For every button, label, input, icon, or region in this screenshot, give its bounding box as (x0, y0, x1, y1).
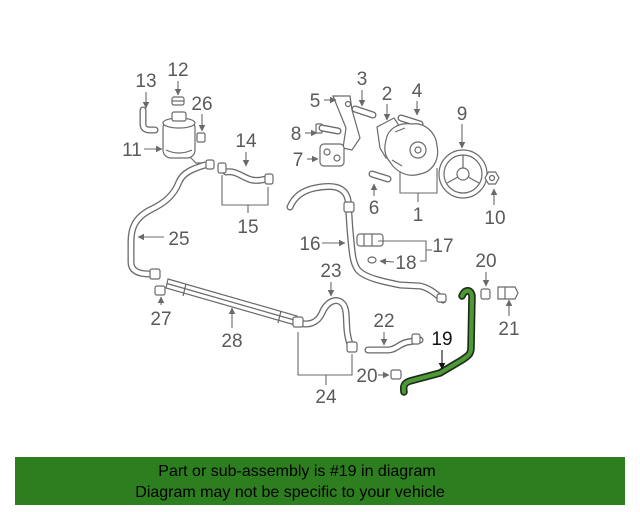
part-1-pump (384, 123, 439, 176)
callout-2: 2 (382, 84, 393, 105)
part-21-fitting (497, 286, 519, 300)
callout-5: 5 (310, 91, 321, 112)
part-19-hose-highlighted (399, 287, 476, 396)
part-23-hose (294, 297, 354, 348)
callout-6: 6 (369, 198, 380, 219)
part-20-clamp-lower (390, 369, 402, 380)
part-8-bolt (315, 123, 342, 135)
part-27-clamp (154, 285, 166, 296)
callout-22: 22 (373, 311, 394, 332)
leader-lines (137, 81, 513, 385)
part-18-o-ring (367, 256, 377, 264)
part-13-hose (139, 106, 159, 134)
part-9-pulley (438, 149, 488, 199)
callout-21: 21 (498, 319, 519, 340)
callout-28: 28 (221, 331, 242, 352)
part-14-hose (217, 162, 274, 185)
callout-16: 16 (299, 234, 320, 255)
callout-25: 25 (168, 229, 189, 250)
part-6-bolt (368, 170, 392, 183)
callout-10: 10 (484, 208, 505, 229)
part-4-bolt (397, 114, 424, 128)
part-11-reservoir (162, 111, 203, 164)
callout-26: 26 (191, 94, 212, 115)
callout-14: 14 (235, 131, 257, 152)
callout-24: 24 (315, 387, 337, 408)
part-5-bracket (332, 95, 361, 151)
part-24-clamps (292, 316, 358, 353)
part-25-hose (127, 159, 215, 280)
callout-15: 15 (237, 217, 258, 238)
callout-11: 11 (122, 140, 142, 161)
callout-27: 27 (150, 309, 171, 330)
part-10-nut (484, 171, 500, 185)
callout-20-upper: 20 (475, 251, 496, 272)
callout-1: 1 (413, 205, 424, 226)
callout-3: 3 (357, 69, 368, 90)
part-17-fitting (356, 233, 384, 247)
banner-line-1: Part or sub-assembly is #19 in diagram (158, 463, 435, 480)
callout-23: 23 (320, 261, 341, 282)
callout-13: 13 (135, 71, 156, 92)
part-3-bolt (351, 105, 377, 119)
callout-18: 18 (395, 253, 416, 274)
callout-4: 4 (412, 81, 423, 102)
callouts: 13 12 26 11 14 15 25 27 28 3 2 4 5 8 7 6… (122, 60, 519, 408)
banner-background (15, 457, 625, 505)
part-12-cap (171, 96, 185, 106)
callout-20-lower: 20 (356, 366, 377, 387)
callout-19-selected: 19 (431, 329, 452, 350)
part-20-clamp-upper (480, 288, 491, 300)
banner-line-2: Diagram may not be specific to your vehi… (135, 484, 445, 501)
callout-12: 12 (167, 60, 188, 81)
part-26-clamp (196, 132, 206, 143)
callout-17: 17 (432, 236, 453, 257)
callout-7: 7 (293, 150, 304, 171)
part-7-valve (319, 143, 345, 167)
callout-9: 9 (457, 104, 468, 125)
notice-banner: Part or sub-assembly is #19 in diagram D… (15, 457, 625, 505)
part-16-hose (286, 183, 447, 304)
part-22-hose (364, 333, 424, 354)
callout-8: 8 (291, 124, 302, 145)
